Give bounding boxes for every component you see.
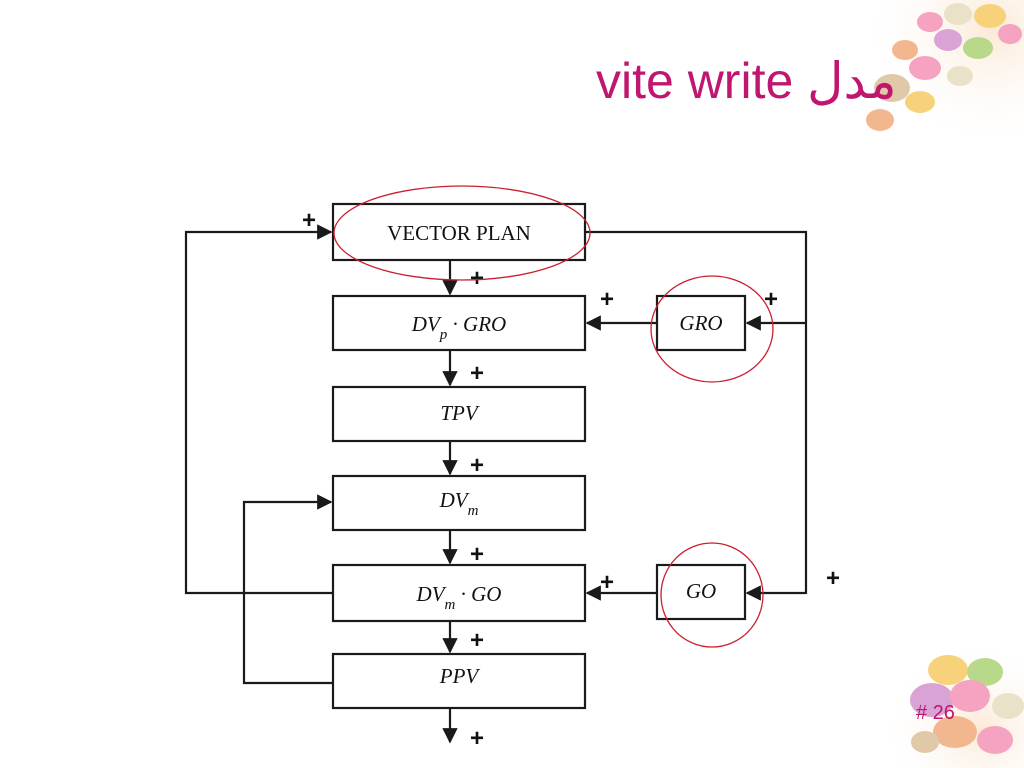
- box-vector-plan: [331, 202, 587, 262]
- box-dvm: [331, 474, 587, 532]
- arrow-feedback-vector-plan: [184, 224, 333, 595]
- label-tpv: TPV: [440, 401, 480, 425]
- plus-sign: +: [600, 569, 614, 596]
- slide-number: # 26: [916, 702, 955, 724]
- label-dvm-go: DVm · GO: [416, 582, 502, 613]
- plus-sign: +: [600, 286, 614, 313]
- box-go: [655, 563, 747, 621]
- plus-sign: +: [826, 565, 840, 592]
- box-dvp-gro: [331, 294, 587, 352]
- box-tpv: [331, 385, 587, 443]
- label-dvp-gro: DVp · GRO: [411, 312, 506, 343]
- highlight-circle-gro: [650, 275, 774, 383]
- arrow-feedback-dvm: [242, 494, 333, 685]
- plus-sign: +: [470, 627, 484, 654]
- label-go: GO: [686, 579, 716, 603]
- plus-sign: +: [470, 541, 484, 568]
- slide-title: vite write مدل: [596, 53, 897, 109]
- label-dvm: DVm: [439, 488, 479, 519]
- label-gro: GRO: [679, 311, 722, 335]
- line-right-bus: [585, 230, 808, 594]
- box-ppv: [331, 652, 587, 710]
- label-ppv: PPV: [439, 664, 481, 688]
- highlight-circle-go: [660, 542, 764, 648]
- plus-sign: +: [470, 725, 484, 752]
- plus-sign: +: [470, 360, 484, 387]
- plus-sign: +: [470, 452, 484, 479]
- plus-sign: +: [302, 207, 316, 234]
- plus-sign: +: [764, 286, 778, 313]
- plus-sign: +: [470, 265, 484, 292]
- highlight-circle-vector-plan: [333, 185, 591, 281]
- box-dvm-go: [331, 563, 587, 623]
- label-vector-plan: VECTOR PLAN: [387, 221, 531, 245]
